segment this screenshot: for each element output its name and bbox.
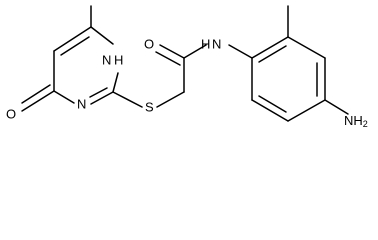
aryl-bond-2 [287,36,326,59]
aryl-double-1 [258,45,287,63]
ring-bond-c2-n3 [90,91,114,105]
ring-double-bond-c5-c6 [60,36,90,56]
aryl-ring [251,5,349,122]
ring-carbonyl-o-label: O [6,107,16,122]
amino-subscript-label: 2 [363,119,368,129]
thioacetamide-linker [112,44,253,108]
ring-bond-n3-c4 [53,90,75,104]
ring-bond-c5-c6 [53,26,92,52]
amide-n-label: N [212,37,221,52]
molecule-drawing: H N N O S O N H NH2 [6,5,368,130]
ring-nh-h-label: H [114,53,123,68]
amino-nh-label: NH [344,113,363,128]
carbonyl-bond-amide-a [159,44,185,59]
aryl-bond-5 [251,99,289,122]
sulfur-label: S [145,100,154,115]
ring-bond-n1-c2 [112,72,119,93]
aryl-double-3 [258,95,287,113]
carbonyl-bond-ring-a [21,90,55,112]
amide-h-label: H [201,37,210,52]
ring-n-label: N [77,97,86,112]
aryl-bond-4 [287,99,326,122]
bond-s-ch2 [156,91,185,108]
bond-co-nh [183,44,207,59]
aryl-amino-bond [324,99,349,115]
atom-labels: H N N O S O N H NH2 [6,37,368,130]
ring-bond-c6-n1 [90,26,114,45]
ring-double-bond-c2-n3 [89,87,108,98]
pyrimidinone-ring [21,5,119,112]
amide-o-label: O [144,37,154,52]
bond-nh-aryl [228,44,253,59]
carbonyl-bond-amide-b [155,51,181,66]
bond-c2-s [112,91,143,108]
aryl-bond-1 [251,36,289,59]
carbonyl-bond-ring-b [21,84,51,104]
structure-diagram: H N N O S O N H NH2 [6,5,368,130]
amino-label: NH2 [344,113,368,130]
ring-nh-n-label: N [102,53,111,68]
